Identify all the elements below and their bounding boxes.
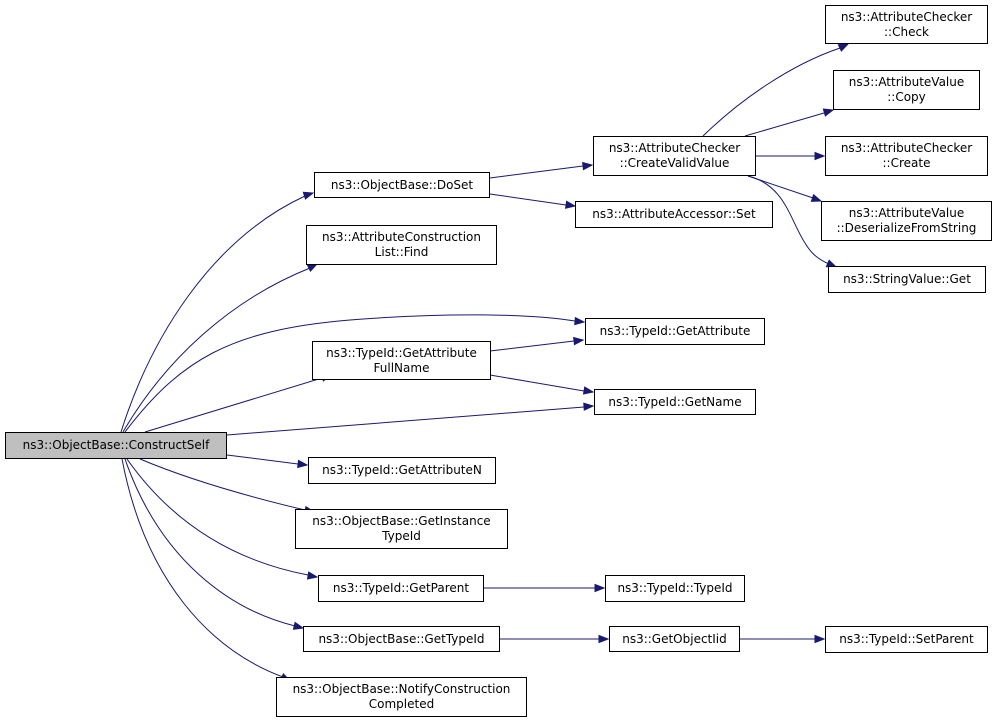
node-get-attribute-full-name[interactable]: ns3::TypeId::GetAttribute FullName (312, 341, 491, 380)
arrowhead-construct_self-to-get_attribute (574, 316, 586, 326)
edge-construct_self-to-get_parent (126, 458, 309, 576)
node-get-attribute-full-name-line-2: FullName (373, 360, 430, 375)
node-get-attribute-full-name-line-1: ns3::TypeId::GetAttribute (326, 345, 477, 360)
node-notify-construction-completed-line-1: ns3::ObjectBase::NotifyConstruction (292, 682, 511, 696)
node-get-attribute-line-1: ns3::TypeId::GetAttribute (599, 324, 751, 338)
node-value-copy[interactable]: ns3::AttributeValue ::Copy (833, 70, 980, 110)
arrowhead-construct_self-to-attr_construction_find (306, 263, 319, 272)
arrowhead-create_valid_value-to-checker_check (837, 43, 850, 52)
node-attribute-accessor-set[interactable]: ns3::AttributeAccessor::Set (575, 201, 773, 228)
edge-construct_self-to-get_name (226, 406, 585, 436)
arrowhead-construct_self-to-do_set (302, 191, 315, 200)
edge-create_valid_value-to-checker_check (702, 47, 841, 137)
node-get-parent[interactable]: ns3::TypeId::GetParent (318, 575, 484, 602)
node-attribute-construction-find-line-2: List::Find (374, 245, 429, 259)
arrowhead-construct_self-to-get_name (583, 402, 595, 411)
node-create-valid-value[interactable]: ns3::AttributeChecker ::CreateValidValue (593, 136, 756, 176)
node-create-valid-value-line-2: ::CreateValidValue (619, 156, 730, 170)
edge-create_valid_value-to-string_value_get (747, 175, 830, 265)
edge-get_attribute_full_name-to-get_attribute (489, 340, 575, 352)
node-attribute-accessor-set-line-1: ns3::AttributeAccessor::Set (592, 207, 756, 221)
arrowhead-create_valid_value-to-value_deserialize (810, 193, 823, 202)
node-value-copy-line-2: ::Copy (887, 90, 926, 104)
node-checker-create-line-1: ns3::AttributeChecker (840, 141, 973, 155)
arrowhead-create_valid_value-to-checker_create (814, 151, 826, 161)
arrowhead-construct_self-to-get_attribute_n (297, 459, 309, 469)
node-checker-check[interactable]: ns3::AttributeChecker ::Check (825, 5, 988, 44)
edge-construct_self-to-do_set (120, 195, 306, 433)
node-typeid-typeid-line-1: ns3::TypeId::TypeId (617, 581, 733, 595)
edge-create_valid_value-to-value_copy (744, 112, 825, 137)
arrowhead-construct_self-to-get_parent (306, 571, 319, 580)
node-get-parent-line-1: ns3::TypeId::GetParent (332, 581, 470, 595)
node-checker-check-line-2: ::Check (884, 24, 929, 39)
node-notify-construction-completed-line-2: Completed (368, 697, 435, 711)
node-get-attribute-n-line-1: ns3::TypeId::GetAttributeN (322, 463, 482, 477)
arrowhead-do_set-to-attribute_accessor_set (565, 200, 577, 209)
node-value-deserialize-line-1: ns3::AttributeValue (848, 206, 965, 220)
node-string-value-get[interactable]: ns3::StringValue::Get (828, 266, 986, 293)
node-get-instance-typeid-line-2: TypeId (382, 529, 421, 543)
edge-construct_self-to-get_instance_typeid (139, 458, 306, 511)
edge-construct_self-to-get_typeid (124, 458, 296, 627)
node-get-instance-typeid[interactable]: ns3::ObjectBase::GetInstance TypeId (295, 509, 508, 549)
node-do-set-line-1: ns3::ObjectBase::DoSet (330, 177, 474, 192)
arrowhead-create_valid_value-to-value_copy (822, 108, 835, 117)
node-get-instance-typeid-line-1: ns3::ObjectBase::GetInstance (312, 514, 491, 528)
arrowhead-get_attribute_full_name-to-get_name (582, 386, 595, 395)
node-get-typeid[interactable]: ns3::ObjectBase::GetTypeId (303, 626, 500, 652)
node-string-value-get-line-1: ns3::StringValue::Get (843, 272, 971, 286)
edge-construct_self-to-get_attribute (124, 314, 576, 433)
node-create-valid-value-line-1: ns3::AttributeChecker (608, 141, 741, 155)
node-checker-check-line-1: ns3::AttributeChecker (840, 9, 973, 24)
edge-construct_self-to-get_attribute_full_name (144, 377, 323, 433)
edge-get_attribute_full_name-to-get_name (489, 374, 585, 392)
node-notify-construction-completed[interactable]: ns3::ObjectBase::NotifyConstruction Comp… (276, 677, 527, 717)
node-attribute-construction-find-line-1: ns3::AttributeConstruction (322, 230, 481, 244)
node-get-attribute-n[interactable]: ns3::TypeId::GetAttributeN (308, 457, 496, 484)
arrowhead-do_set-to-create_valid_value (582, 161, 594, 171)
node-construct-self[interactable]: ns3::ObjectBase::ConstructSelf (5, 432, 227, 459)
node-value-copy-line-1: ns3::AttributeValue (848, 75, 965, 89)
node-checker-create-line-2: ::Create (882, 156, 931, 170)
node-get-attribute[interactable]: ns3::TypeId::GetAttribute (585, 318, 765, 345)
node-value-deserialize-line-2: ::DeserializeFromString (836, 221, 977, 235)
edge-construct_self-to-attr_construction_find (122, 267, 311, 433)
node-get-name-line-1: ns3::TypeId::GetName (608, 394, 742, 409)
node-value-deserialize[interactable]: ns3::AttributeValue ::DeserializeFromStr… (821, 201, 992, 241)
node-typeid-set-parent[interactable]: ns3::TypeId::SetParent (825, 626, 988, 653)
node-attribute-construction-find[interactable]: ns3::AttributeConstruction List::Find (306, 225, 497, 265)
node-get-name[interactable]: ns3::TypeId::GetName (594, 389, 756, 415)
arrowhead-get_attribute_full_name-to-get_attribute (573, 336, 585, 346)
node-get-object-iid-line-1: ns3::GetObjectIid (622, 631, 727, 646)
node-do-set[interactable]: ns3::ObjectBase::DoSet (314, 172, 490, 198)
edge-construct_self-to-notify_construction_completed (121, 458, 284, 678)
node-typeid-typeid[interactable]: ns3::TypeId::TypeId (605, 575, 745, 602)
arrowhead-construct_self-to-get_typeid (292, 621, 305, 630)
edge-do_set-to-attribute_accessor_set (489, 193, 567, 206)
node-get-typeid-line-1: ns3::ObjectBase::GetTypeId (318, 631, 485, 646)
edge-construct_self-to-get_attribute_n (226, 454, 299, 465)
node-construct-self-line-1: ns3::ObjectBase::ConstructSelf (22, 438, 210, 452)
arrowhead-get_parent-to-typeid_typeid (594, 583, 606, 593)
node-typeid-set-parent-line-1: ns3::TypeId::SetParent (839, 632, 974, 646)
arrowhead-get_object_iid-to-typeid_set_parent (814, 634, 826, 644)
node-get-object-iid[interactable]: ns3::GetObjectIid (609, 626, 740, 652)
node-checker-create[interactable]: ns3::AttributeChecker ::Create (825, 136, 988, 176)
edge-do_set-to-create_valid_value (489, 165, 584, 179)
arrowhead-get_typeid-to-get_object_iid (598, 634, 610, 644)
